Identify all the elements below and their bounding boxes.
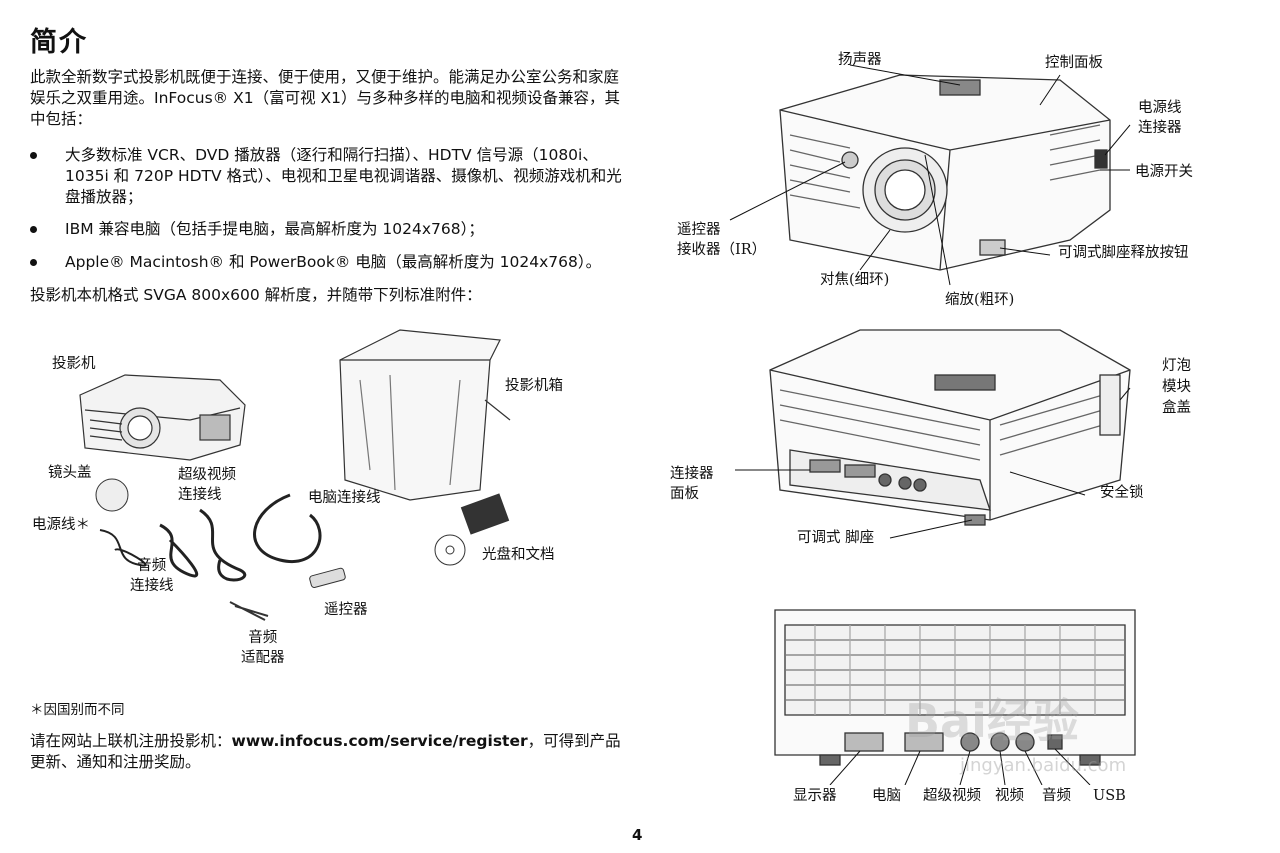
label-control-panel: 控制面板	[1045, 55, 1103, 71]
accessories-illustration	[79, 329, 511, 621]
label-remote: 遥控器	[324, 602, 368, 618]
label-case: 投影机箱	[505, 378, 563, 394]
label-remote-receiver: 遥控器 接收器（IR）	[677, 222, 767, 258]
label-power-connector: 电源线 连接器	[1138, 100, 1182, 136]
label-lamp-cover: 灯泡 模块 盒盖	[1162, 358, 1191, 416]
label-lens-cap: 镜头盖	[48, 465, 92, 481]
bullet-text: IBM 兼容电脑（包括手提电脑，最高解析度为 1024x768）；	[65, 220, 484, 238]
audio-adapter-drawing	[229, 601, 269, 621]
label-computer-cable: 电脑连接线	[308, 490, 381, 506]
label-computer: 电脑	[872, 788, 901, 804]
label-focus: 对焦(细环)	[820, 272, 890, 288]
label-video: 视频	[995, 788, 1024, 804]
label-security-lock: 安全锁	[1100, 485, 1144, 501]
register-suffix: ，可得到产品更新、通知和注册奖励。	[30, 732, 621, 771]
register-prefix: 请在网站上联机注册投影机：	[30, 732, 232, 750]
rear-view-illustration	[735, 329, 1131, 539]
list-item: Apple® Macintosh® 和 PowerBook® 电脑（最高解析度为…	[30, 252, 630, 273]
projector-drawing	[79, 374, 246, 461]
power-cord-drawing	[99, 529, 147, 567]
label-svideo: 超级视频	[923, 788, 981, 804]
resolution-line: 投影机本机格式 SVGA 800x600 解析度，并随带下列标准附件：	[30, 286, 482, 304]
case-drawing	[339, 329, 511, 501]
label-power-cord: 电源线＊	[32, 517, 90, 533]
label-usb: USB	[1093, 788, 1126, 804]
computer-cable-drawing	[253, 493, 322, 564]
label-adjustable-foot: 可调式 脚座	[797, 530, 875, 546]
audio-cable-drawing	[159, 523, 199, 578]
watermark-logo: Bai经验	[905, 694, 1079, 748]
register-paragraph: 请在网站上联机注册投影机：www.infocus.com/service/reg…	[30, 731, 630, 773]
front-view-illustration	[729, 64, 1131, 286]
label-zoom: 缩放(粗环)	[945, 292, 1015, 308]
watermark-url: jingyan.baidu.com	[960, 755, 1127, 776]
page-title: 简介	[30, 27, 88, 58]
label-speaker: 扬声器	[838, 52, 882, 68]
label-connector-panel: 连接器 面板	[670, 466, 714, 502]
remote-drawing	[309, 567, 346, 589]
label-svideo-cable: 超级视频 连接线	[178, 467, 236, 503]
label-audio: 音频	[1042, 788, 1071, 804]
bullet-dot	[30, 259, 37, 266]
register-url[interactable]: www.infocus.com/service/register	[231, 732, 528, 750]
footnote: ＊因国别而不同	[30, 702, 125, 718]
bullet-dot	[30, 226, 37, 233]
label-power-switch: 电源开关	[1135, 164, 1193, 180]
svideo-cable-drawing	[199, 508, 247, 582]
label-projector: 投影机	[52, 356, 96, 372]
page-number: 4	[632, 826, 643, 844]
label-cd-docs: 光盘和文档	[482, 547, 555, 563]
cd-docs-drawing	[434, 493, 510, 566]
lens-cap-drawing	[95, 478, 129, 512]
label-audio-adapter: 音频 适配器	[241, 630, 285, 666]
panel-view-illustration	[774, 609, 1136, 785]
label-elevator-release: 可调式脚座释放按钮	[1058, 245, 1189, 261]
bullet-text: 大多数标准 VCR、DVD 播放器（逐行和隔行扫描）、HDTV 信号源（1080…	[65, 146, 622, 206]
label-audio-cable: 音频 连接线	[130, 558, 174, 594]
bullet-dot	[30, 152, 37, 159]
bullet-text: Apple® Macintosh® 和 PowerBook® 电脑（最高解析度为…	[65, 253, 602, 271]
label-monitor: 显示器	[793, 788, 837, 804]
list-item: IBM 兼容电脑（包括手提电脑，最高解析度为 1024x768）；	[30, 219, 630, 240]
intro-paragraph: 此款全新数字式投影机既便于连接、便于使用，又便于维护。能满足办公室公务和家庭娱乐…	[30, 68, 620, 128]
list-item: 大多数标准 VCR、DVD 播放器（逐行和隔行扫描）、HDTV 信号源（1080…	[30, 145, 630, 208]
